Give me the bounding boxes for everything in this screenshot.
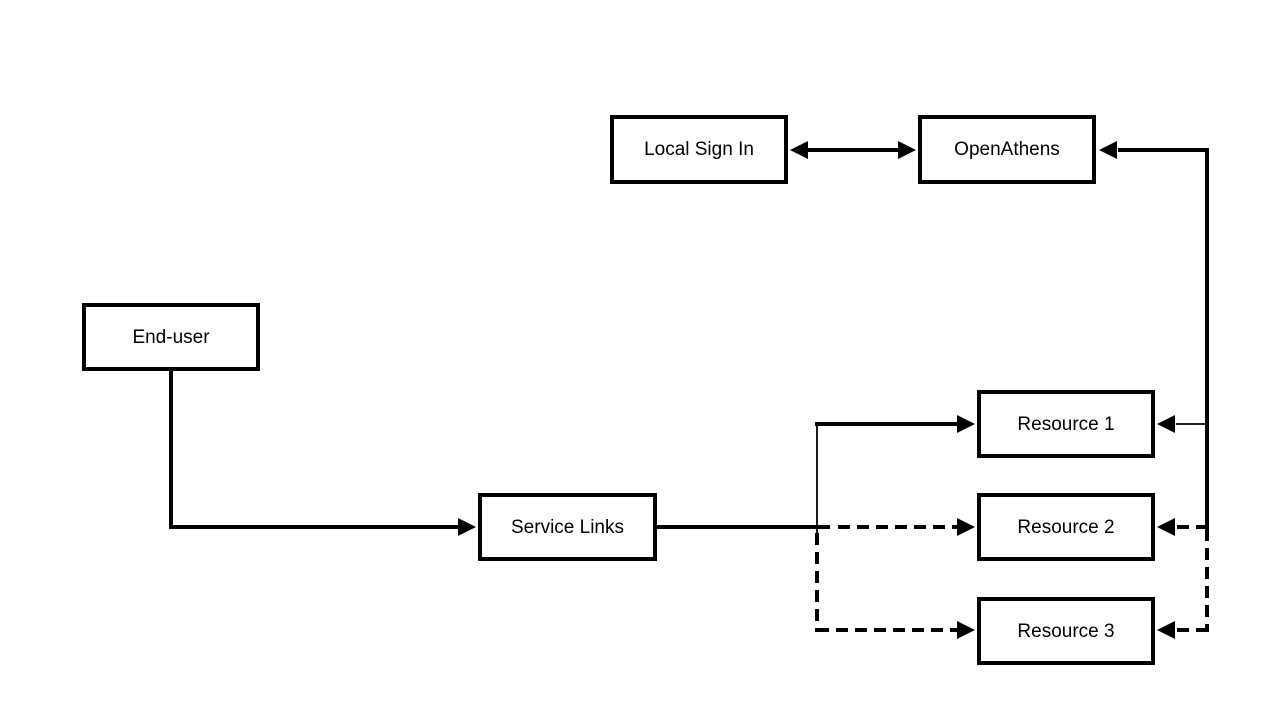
node-resource-3-label: Resource 3 — [1017, 620, 1115, 642]
node-local-sign-in: Local Sign In — [610, 115, 788, 184]
connector-enduser-servicelinks — [169, 371, 476, 536]
connector-rail-resource1 — [1157, 415, 1208, 433]
connector-servicelinks-resource1 — [657, 415, 975, 533]
connector-rail-resource3 — [1157, 621, 1205, 639]
node-openathens-label: OpenAthens — [954, 139, 1060, 160]
connector-servicelinks-resource2 — [838, 518, 975, 536]
node-resource-2: Resource 2 — [977, 493, 1155, 561]
node-local-sign-in-label: Local Sign In — [644, 139, 754, 160]
node-service-links: Service Links — [478, 493, 657, 561]
connector-rail-resource2 — [1157, 518, 1205, 536]
node-end-user: End-user — [82, 303, 260, 371]
node-openathens: OpenAthens — [918, 115, 1096, 184]
connector-openathens-resources-rail — [1099, 141, 1209, 632]
node-resource-3: Resource 3 — [977, 597, 1155, 665]
node-resource-1: Resource 1 — [977, 390, 1155, 458]
node-resource-2-label: Resource 2 — [1017, 516, 1115, 538]
connector-localsignin-openathens — [790, 141, 916, 159]
connector-servicelinks-resource3 — [815, 533, 975, 639]
node-service-links-label: Service Links — [511, 516, 624, 538]
node-resource-1-label: Resource 1 — [1017, 413, 1115, 435]
node-end-user-label: End-user — [132, 326, 210, 348]
